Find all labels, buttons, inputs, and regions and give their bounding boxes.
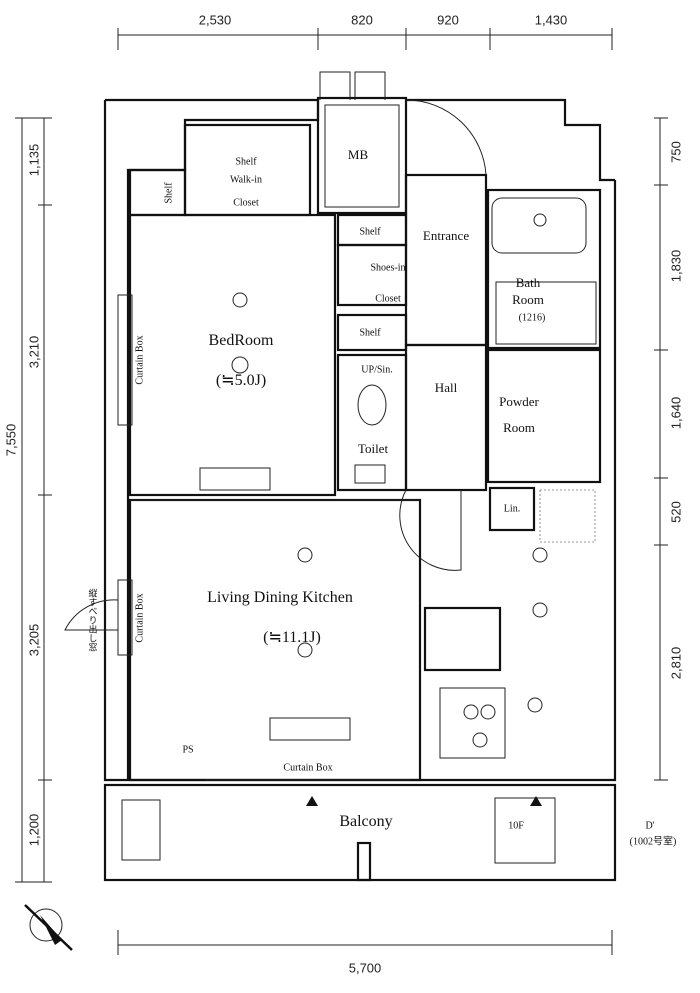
wic-label-2: Closet <box>233 197 259 209</box>
bath-label-1: Bath <box>515 275 541 290</box>
powder-label-2: Room <box>503 420 535 435</box>
window-note: 縦すべり出し窓 <box>87 588 98 652</box>
mb-label: MB <box>347 147 369 162</box>
dim-right-3: 1,640 <box>668 396 684 430</box>
wic-label-1: Walk-in <box>230 174 262 186</box>
drain-note: (1002号室) <box>629 836 677 848</box>
north-arrow <box>24 904 73 951</box>
shoes-closet-label-1: Shoes-in <box>370 262 406 274</box>
bath-label-2: Room <box>512 292 544 307</box>
ldk-area: (≒11.1J) <box>263 629 321 646</box>
dim-top-1: 2,530 <box>198 12 232 28</box>
ps-label: PS <box>182 744 194 756</box>
bedroom-area: (≒5.0J) <box>215 372 267 389</box>
bedroom-label: BedRoom <box>208 332 274 349</box>
side-shelf-label: Shelf <box>163 182 175 204</box>
curtain-box-left-upper: Curtain Box <box>134 335 146 385</box>
dim-bottom: 5,700 <box>348 960 382 976</box>
curtain-box-left-lower: Curtain Box <box>134 593 146 643</box>
walls <box>24 71 617 951</box>
dim-left-3: 3,205 <box>26 623 42 657</box>
dim-top-3: 920 <box>437 12 459 28</box>
dim-right-2: 1,830 <box>668 249 684 283</box>
drain-label: D' <box>645 820 655 832</box>
dim-left-total: 7,550 <box>3 423 19 457</box>
dimension-lines <box>15 28 668 955</box>
dim-right-1: 750 <box>668 141 684 163</box>
bath-size: (1216) <box>518 312 546 324</box>
dim-left-2: 3,210 <box>26 335 42 369</box>
shoes-closet-label-2: Closet <box>375 293 401 305</box>
curtain-box-bottom: Curtain Box <box>283 762 333 774</box>
balcony-label: Balcony <box>339 813 393 830</box>
hall-label: Hall <box>434 380 458 395</box>
entrance-label: Entrance <box>422 228 470 243</box>
up-sin-label: UP/Sin. <box>361 364 393 376</box>
dim-top-4: 1,430 <box>534 12 568 28</box>
shelf-upper-label: Shelf <box>359 226 381 238</box>
evac-hatch-label: 10F <box>508 820 524 832</box>
wic-shelf-label: Shelf <box>235 156 257 168</box>
shelf-lower-label: Shelf <box>359 327 381 339</box>
dim-top-2: 820 <box>351 12 373 28</box>
dim-left-4: 1,200 <box>26 813 42 847</box>
toilet-label: Toilet <box>357 441 389 456</box>
dim-right-4: 520 <box>668 501 684 523</box>
ldk-label: Living Dining Kitchen <box>207 589 353 606</box>
powder-label-1: Powder <box>499 394 539 409</box>
linen-label: Lin. <box>503 503 521 515</box>
dim-right-5: 2,810 <box>668 646 684 680</box>
dim-left-1: 1,135 <box>26 143 42 177</box>
